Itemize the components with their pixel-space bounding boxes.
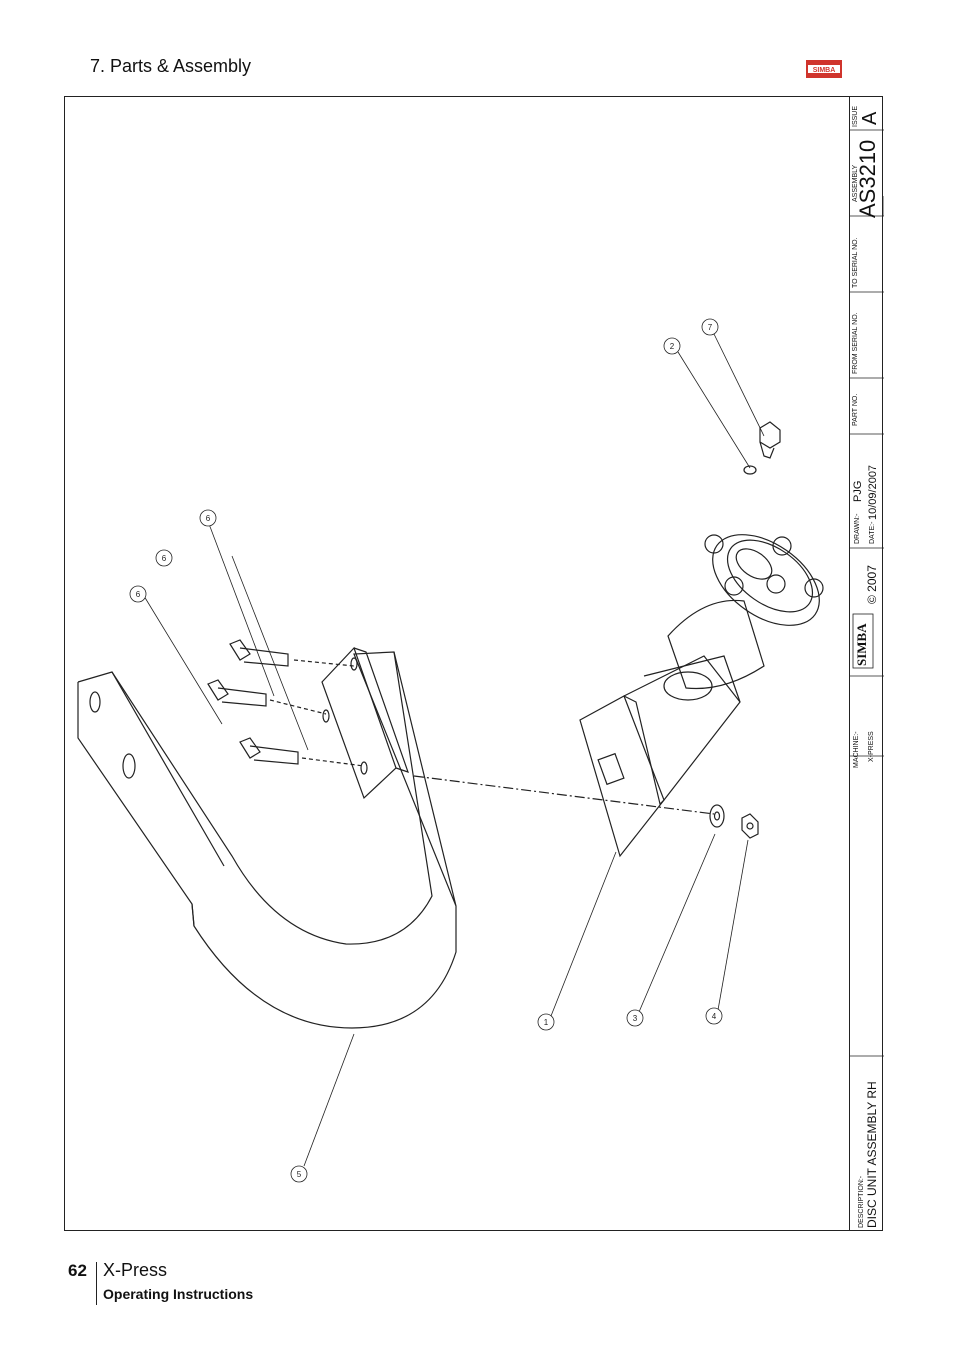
balloon-6a: 6 (129, 585, 147, 603)
drawn-label: DRAWN:- (854, 513, 861, 544)
logo-text: SIMBA (813, 67, 836, 74)
section-title: 7. Parts & Assembly (90, 56, 252, 76)
balloon-label: 6 (136, 590, 141, 599)
balloon-label: 7 (708, 323, 713, 332)
to-serial-label: TO SERIAL NO. (852, 237, 859, 288)
page-number: 62 (68, 1261, 87, 1280)
balloon-7: 7 (701, 318, 719, 336)
balloon-label: 1 (544, 1018, 549, 1027)
issue-value: A (859, 111, 881, 125)
simba-logo-icon: SIMBA (806, 60, 842, 78)
date-value: 10/09/2007 (867, 464, 879, 520)
from-serial-label: FROM SERIAL NO. (852, 312, 859, 374)
assembly-value: AS3210 (855, 139, 880, 218)
balloon-4: 4 (705, 1007, 723, 1025)
description-label: DESCRIPTION:- (858, 1175, 865, 1228)
copyright-text: © 2007 (865, 565, 879, 604)
issue-label: ISSUE (852, 105, 859, 127)
balloon-3: 3 (626, 1009, 644, 1027)
balloon-5: 5 (290, 1165, 308, 1183)
balloon-1: 1 (537, 1013, 555, 1031)
balloon-label: 6 (162, 554, 167, 563)
simba-brand: SIMBA (854, 623, 869, 666)
machine-label: MACHINE:- (853, 731, 860, 768)
title-block: ISSUE A ASSEMBLY AS3210 TO SERIAL NO. FR… (849, 96, 884, 1231)
balloon-label: 5 (297, 1170, 302, 1179)
drawing-sheet (64, 96, 883, 1231)
machine-value: X-PRESS (868, 731, 875, 762)
balloon-6b: 6 (155, 549, 173, 567)
balloon-label: 2 (670, 342, 675, 351)
balloon-6c: 6 (199, 509, 217, 527)
document-subtitle: Operating Instructions (103, 1286, 254, 1302)
product-name: X-Press (103, 1260, 168, 1280)
description-value: DISC UNIT ASSEMBLY RH (865, 1081, 879, 1228)
balloon-2: 2 (663, 337, 681, 355)
part-no-label: PART NO. (852, 393, 859, 426)
balloon-label: 3 (633, 1014, 638, 1023)
assembly-drawing: 1 2 3 4 5 6 6 6 7 (77, 318, 824, 1183)
balloon-label: 6 (206, 514, 211, 523)
footer-divider (96, 1262, 97, 1305)
balloon-label: 4 (712, 1012, 717, 1021)
title-block-grid (850, 129, 884, 1057)
drawn-value: PJG (852, 480, 864, 502)
date-label: DATE:- (869, 521, 876, 544)
